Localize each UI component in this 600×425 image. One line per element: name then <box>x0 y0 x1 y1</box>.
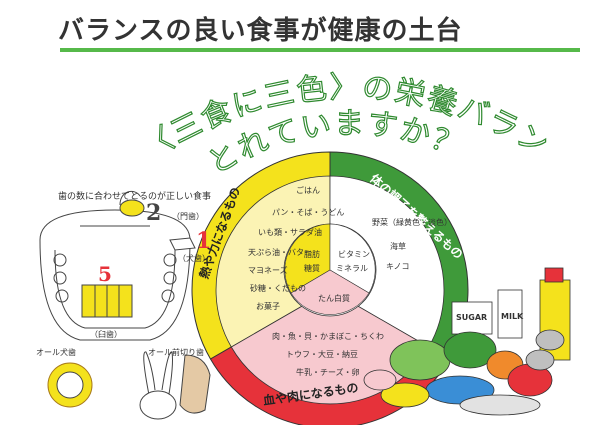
green-food-item: 海草 <box>390 242 406 251</box>
title-underline <box>60 48 580 52</box>
canine-label: （犬歯） <box>178 254 210 263</box>
center-green-1: ビタミン <box>338 250 370 259</box>
teeth-caption: 歯の数に合わせてとるのが正しい食事 <box>58 192 212 202</box>
yellow-food-item: パン・そば・うどん <box>272 208 345 217</box>
center-red: たん白質 <box>318 294 350 303</box>
center-yellow-2: 糖質 <box>304 264 320 273</box>
center-green-2: ミネラル <box>336 264 368 273</box>
food-pile <box>363 267 571 416</box>
green-food-item: キノコ <box>386 262 410 271</box>
canine-count: 1 <box>196 228 212 254</box>
yellow-food-item: ごはん <box>296 186 320 195</box>
yellow-food-item: マヨネーズ <box>248 266 288 275</box>
front-label: （門歯） <box>172 212 204 221</box>
center-yellow-1: 脂肪 <box>304 250 320 259</box>
green-food-item: 野菜（緑黄色・淡色） <box>372 218 452 227</box>
molar-count: 5 <box>98 262 112 286</box>
lion-caption: オール犬歯 <box>36 348 76 357</box>
milk-label: MILK <box>501 312 524 321</box>
page-title: バランスの良い食事が健康の土台 <box>58 16 463 46</box>
front-count: 2 <box>146 200 162 226</box>
molar-label: （臼歯） <box>90 330 122 339</box>
yellow-food-item: いも類・サラダ油 <box>258 228 322 237</box>
sugar-label: SUGAR <box>456 313 488 322</box>
red-food-item: 肉・魚・貝・かまぼこ・ちくわ <box>272 332 384 341</box>
red-food-item: トウフ・大豆・納豆 <box>286 350 358 359</box>
yellow-food-item: 天ぷら油・バター <box>248 248 312 257</box>
teeth-diagram <box>39 190 211 420</box>
rabbit-caption: オール前切り歯 <box>148 348 204 357</box>
red-food-item: 牛乳・チーズ・卵 <box>296 368 360 377</box>
yellow-food-item: お菓子 <box>256 302 280 311</box>
yellow-food-item: 砂糖・くだもの <box>250 284 306 293</box>
